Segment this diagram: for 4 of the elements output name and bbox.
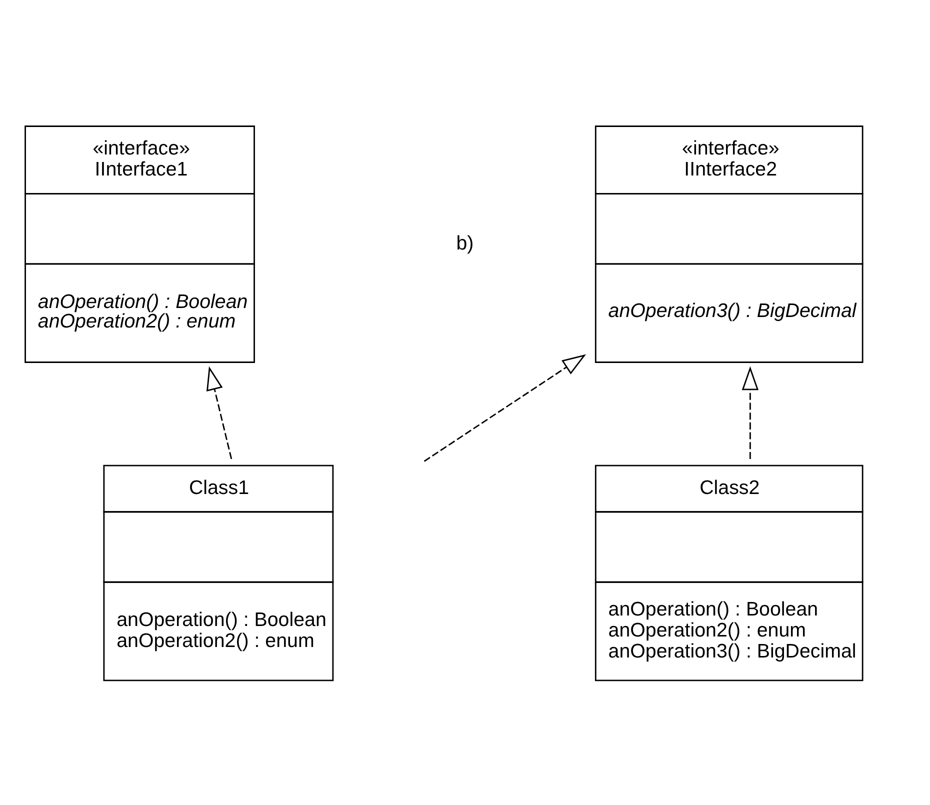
arrow [742, 366, 759, 458]
arrow [206, 366, 232, 459]
arrow [424, 354, 586, 462]
label: b) [456, 232, 474, 254]
